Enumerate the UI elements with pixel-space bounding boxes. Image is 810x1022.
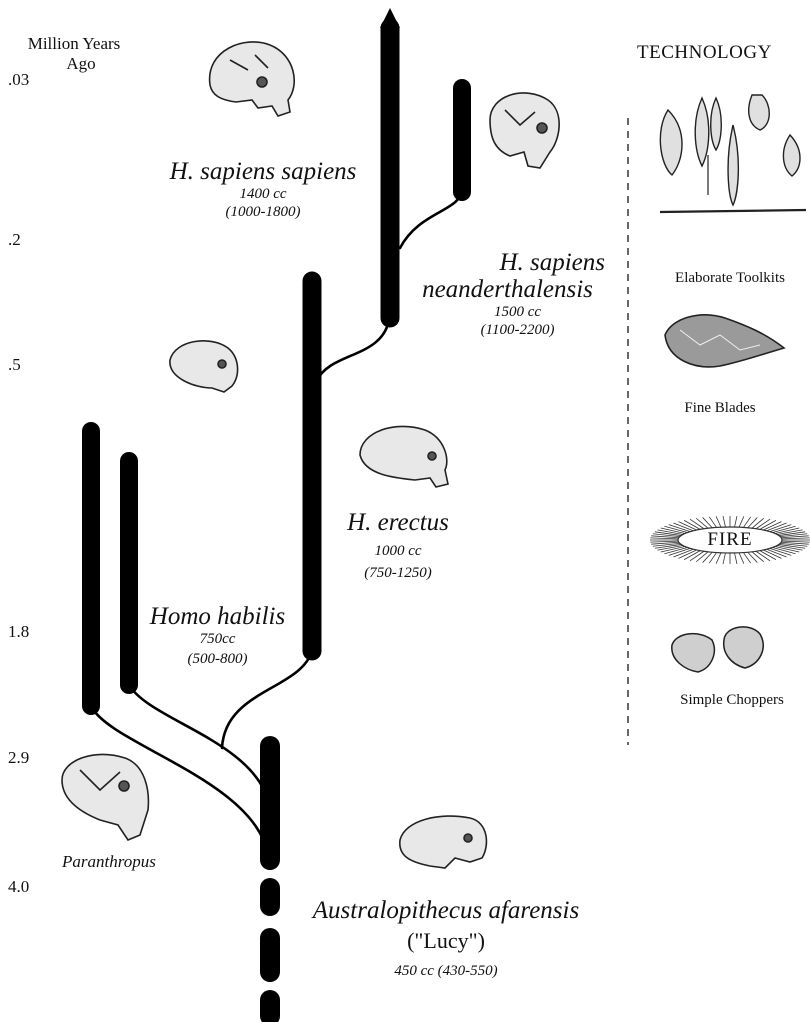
fire-burst-icon [650, 516, 810, 564]
capacity-range: (500-800) [187, 651, 248, 667]
label-erectus: H. erectus 1000 cc (750-1250) [328, 509, 468, 582]
cranial-capacity: 1400 cc [239, 186, 287, 202]
branch-paranthropus [89, 704, 270, 857]
technology-label: Fine Blades [684, 400, 756, 416]
label-neanderthal: H. sapiens neanderthalensis 1500 cc (110… [400, 249, 615, 339]
species-name: Homo habilis [149, 603, 286, 630]
species-name-line2: neanderthalensis [422, 276, 593, 303]
label-afarensis: Australopithecus afarensis ("Lucy") 450 … [296, 897, 596, 980]
skull-sapiens-icon [208, 41, 296, 117]
tick-label: .2 [8, 230, 21, 249]
tick-label: 1.8 [8, 622, 30, 641]
species-name: H. sapiens sapiens [169, 158, 357, 185]
skull-erectus-icon [359, 425, 449, 488]
technology-label: Elaborate Toolkits [675, 270, 785, 286]
species-name: H. erectus [347, 509, 449, 536]
species-name: H. sapiens [499, 249, 605, 276]
tick-label: .5 [8, 355, 21, 374]
capacity-range: (1000-1800) [225, 204, 301, 220]
fire-label: FIRE [707, 529, 753, 550]
capacity-range: (1100-2200) [480, 322, 555, 338]
blade-icon [664, 314, 786, 368]
capacity-range: (750-1250) [364, 565, 432, 581]
toolkit-icon [659, 94, 807, 214]
cranial-capacity: 450 cc (430-550) [394, 963, 498, 979]
axis-title: Million Years Ago [4, 34, 144, 74]
label-sapiens: H. sapiens sapiens 1400 cc (1000-1800) [148, 158, 378, 221]
tick-label: 2.9 [8, 748, 30, 767]
cranial-capacity: 1000 cc [374, 543, 422, 559]
branch-erectus [220, 649, 314, 750]
species-name: Paranthropus [62, 852, 156, 871]
label-paranthropus: Paranthropus [62, 852, 156, 872]
tick-label: .03 [8, 70, 30, 89]
axis-title-line1: Million Years [27, 34, 121, 53]
skull-afarensis-icon [399, 815, 488, 869]
axis-title-line2: Ago [66, 54, 96, 73]
label-habilis: Homo habilis 750cc (500-800) [140, 603, 295, 668]
chopper-icon [671, 626, 764, 673]
skull-habilis-icon [169, 340, 239, 393]
branch-neanderthal [398, 186, 464, 250]
cranial-capacity: 750cc [199, 631, 236, 647]
cranial-capacity: 1500 cc [493, 304, 542, 320]
technology-label: Simple Choppers [680, 692, 784, 708]
species-nickname: ("Lucy") [407, 928, 485, 953]
skull-neanderthal-icon [489, 92, 560, 169]
arrow-tip [380, 8, 400, 28]
branch-sapiens-erectus [314, 313, 392, 384]
branch-habilis [127, 683, 270, 802]
technology-title: TECHNOLOGY [637, 42, 772, 63]
skull-paranthropus-icon [61, 753, 150, 841]
species-name: Australopithecus afarensis [312, 897, 580, 924]
tick-label: 4.0 [8, 877, 30, 896]
